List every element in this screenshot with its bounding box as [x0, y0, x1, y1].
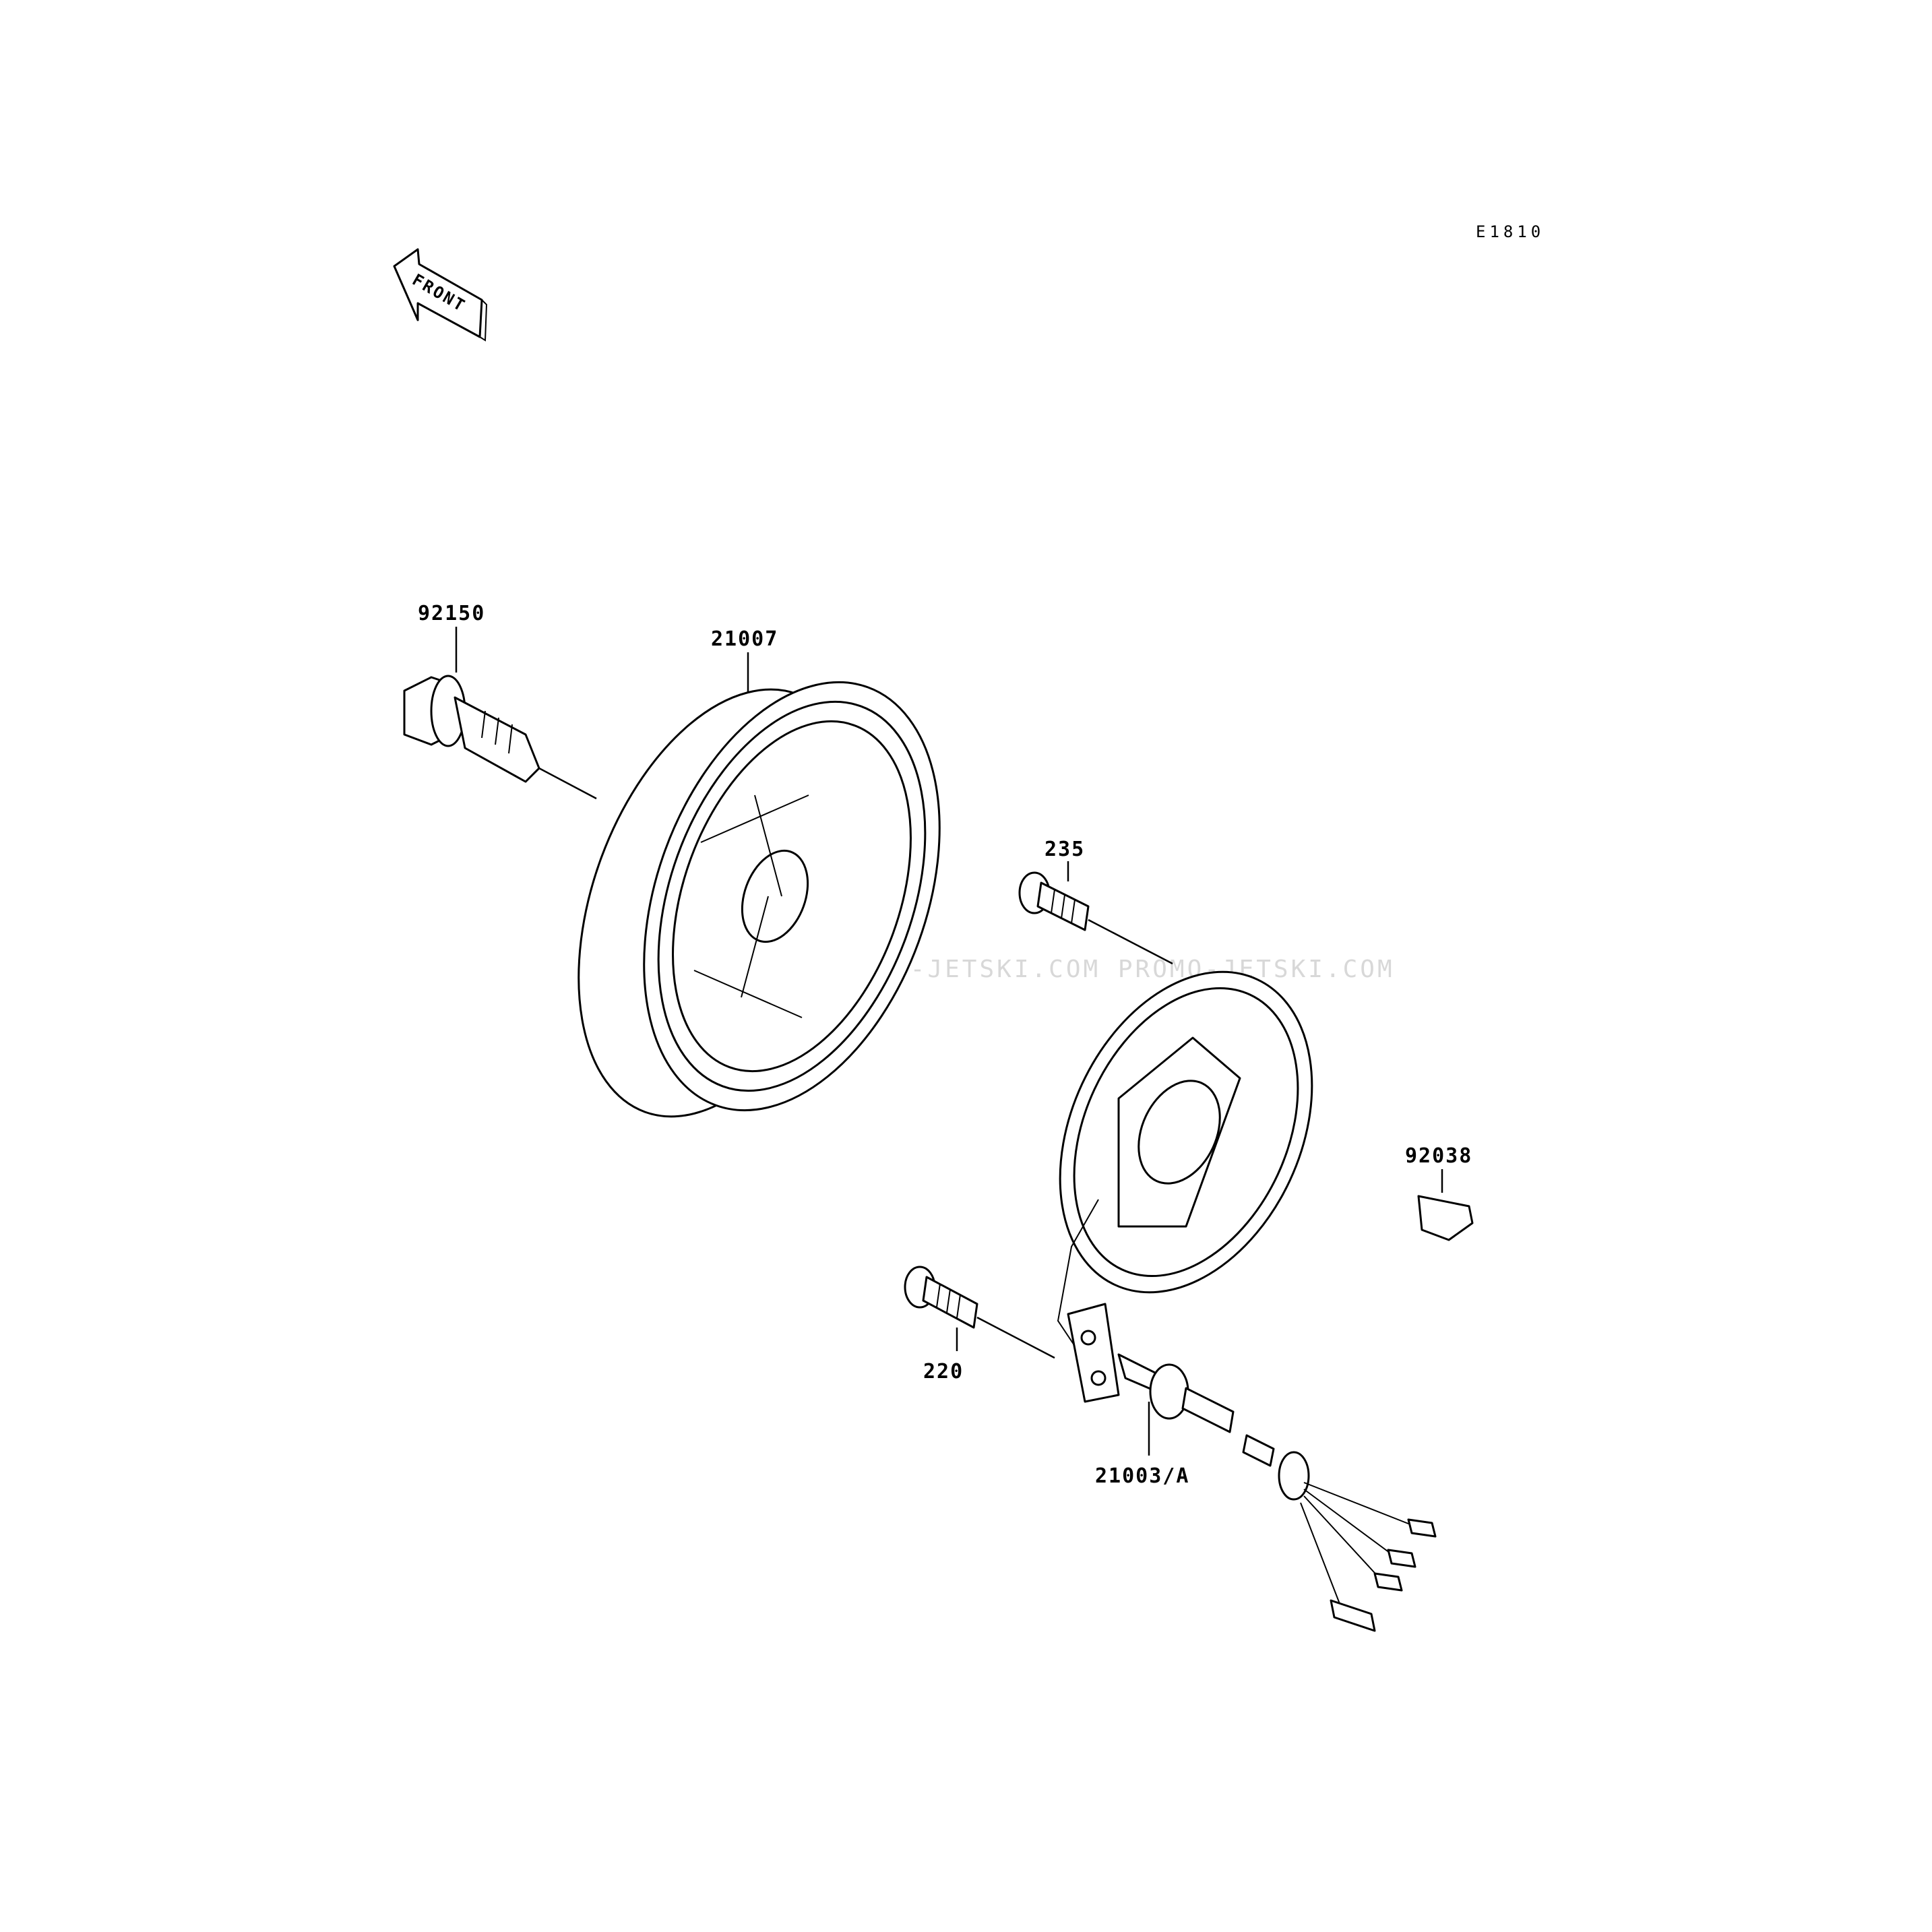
leader-220-part: [976, 1316, 1055, 1359]
leader-92150-part: [538, 767, 597, 800]
key-92038-icon: [1417, 1195, 1474, 1241]
screw-235-icon: [1018, 871, 1090, 931]
screw-220-icon: [904, 1266, 978, 1329]
part-label-21007: 21007: [711, 627, 778, 651]
part-label-235: 235: [1045, 838, 1085, 861]
part-label-220: 220: [923, 1360, 964, 1383]
flywheel-21007-icon: [578, 681, 941, 1118]
part-label-92150: 92150: [418, 602, 485, 625]
diagram-code: E1810: [1476, 222, 1545, 241]
part-label-21003a: 21003/A: [1095, 1464, 1189, 1488]
leader-235-part: [1088, 918, 1173, 965]
part-label-92038: 92038: [1405, 1144, 1472, 1168]
stator-21003a-icon: [1057, 970, 1437, 1632]
bolt-92150-icon: [403, 675, 540, 783]
front-arrow-icon: FRONT: [393, 248, 488, 342]
